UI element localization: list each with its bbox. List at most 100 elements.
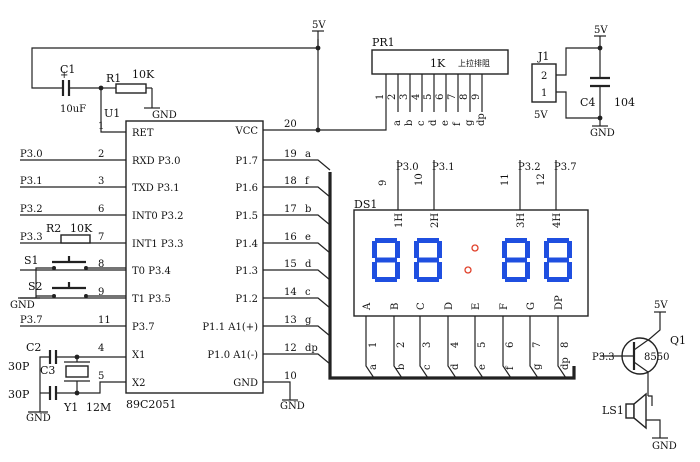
segment [505,277,527,282]
left-net-labels: P3.0P3.1P3.2P3.3P3.7 [20,149,43,326]
ds1-segment-net: f [505,365,516,370]
c2-ref: C2 [26,341,41,354]
ds1-segment-pin: 7 [532,342,543,348]
mcu-pin-name: P1.4 [235,239,258,250]
mcu-pin-name: TXD P3.1 [132,183,180,194]
q1-emitter-wire [645,312,661,343]
ds1-segment-wire [447,316,457,379]
segment [417,277,439,282]
c1-value: 10uF [60,104,86,115]
mcu-gnd-wire [263,381,291,400]
ds1-segment-label: B [390,303,401,310]
ds1-digit-net: P3.0 [396,162,419,173]
port-wire [263,353,331,365]
pr1-common-wire [318,112,387,131]
mcu-pin-number: 3 [98,176,104,187]
ds1-segment-net: dp [560,357,571,370]
c4-gnd-label: GND [590,128,615,139]
power-connector: J1 2 1 5V 5V GND C4 104 [531,25,635,139]
pr1-pin-number: 8 [459,94,470,100]
ds1-segment-pin: 1 [368,342,379,348]
ds1-segment-pin: 4 [450,342,461,348]
s1-ref: S1 [24,254,39,267]
mcu-pin-name: P1.7 [235,156,258,167]
ds1-digit-pin: 10 [414,173,425,186]
r1-value: 10K [132,68,155,81]
mcu-pin-name: INT0 P3.2 [132,211,184,222]
pr1-value: 1K [430,57,446,70]
port-net-label: c [305,287,311,298]
ds1-segment-wire [365,316,375,379]
ds1-segment-wire [557,316,567,379]
j1-pin: 1 [541,88,547,99]
ds1-segment-pin: 5 [477,342,488,348]
segment [567,241,572,258]
y1-body [65,365,89,378]
port-wire [263,325,331,337]
mcu-pin-name: T0 P3.4 [132,266,171,277]
left-net-label: P3.1 [20,176,43,187]
pr1-pin-number: 4 [411,94,422,100]
mcu-pin-number: 17 [284,204,297,215]
mcu-pin-number: 4 [98,343,104,354]
ds1-segment-wire [529,316,539,379]
pr1-net-label: d [428,119,439,126]
pr1-net-label: f [452,121,463,126]
junction-dot [74,390,80,396]
mcu-right-pins: 20VCC19P1.718P1.617P1.516P1.415P1.314P1.… [202,119,296,389]
mcu-pin-number: 20 [284,119,297,130]
ret-wire [100,88,126,133]
ds1-segment-wire [502,316,512,379]
vcc-label: 5V [312,20,326,31]
ds1-segment-wire [419,316,429,379]
ds1-segment-net: g [532,363,543,370]
ds1-segment-label: C [416,302,427,310]
c1-ref: C1 [60,63,75,76]
q1-base-net: P3.3 [592,352,615,363]
mcu-pin-number: 13 [284,315,297,326]
mcu-pin-number: 11 [98,315,111,326]
switch-gnd-label: GND [10,300,35,311]
mcu-pin-name: INT1 P3.3 [132,239,184,250]
port-net-label: a [305,149,311,160]
pr1-pin-number: 2 [387,94,398,100]
ds1-segment-pin: 2 [396,342,407,348]
left-net-label: P3.0 [20,149,43,160]
c3-value: 30P [8,388,30,401]
ds1-digits [372,238,572,282]
mcu-pin-number: 16 [284,232,297,243]
vcc-wire [263,31,319,131]
c1-polarity: + [60,70,68,81]
j1-vcc-wire [556,47,600,76]
r1-ref: R1 [106,72,121,85]
ds1-digit-net: P3.7 [554,162,577,173]
ds1-digit-pin: 12 [536,173,547,186]
mcu-pin-name: P1.5 [235,211,258,222]
r2-ref: R2 [46,222,61,235]
segment [525,241,530,258]
colon-dot-icon [471,244,479,252]
ds1-digit-label: 1H [394,213,405,228]
reset-network: + C1 10uF R1 10K GND [31,39,321,133]
port-wire [263,186,331,198]
ds1-segment-label: DP [554,295,565,310]
speaker-icon [633,392,647,430]
j1-pin: 2 [541,71,547,82]
crystal-gnd-wire [39,356,50,412]
segment [505,257,527,263]
j1-ref: J1 [537,50,549,63]
mcu-pin-number: 15 [284,259,297,270]
segment [375,238,397,243]
c4-ref: C4 [580,96,595,109]
mcu-pin-name: P1.3 [235,266,258,277]
ls1-gnd-wire [646,419,661,438]
ds1-segment-wire [474,316,484,379]
segment [547,257,569,263]
s2-ref: S2 [28,280,43,293]
y1-value: 12M [86,401,111,414]
pr1-net-label: a [392,120,403,126]
segment [547,277,569,282]
segment [525,262,530,279]
